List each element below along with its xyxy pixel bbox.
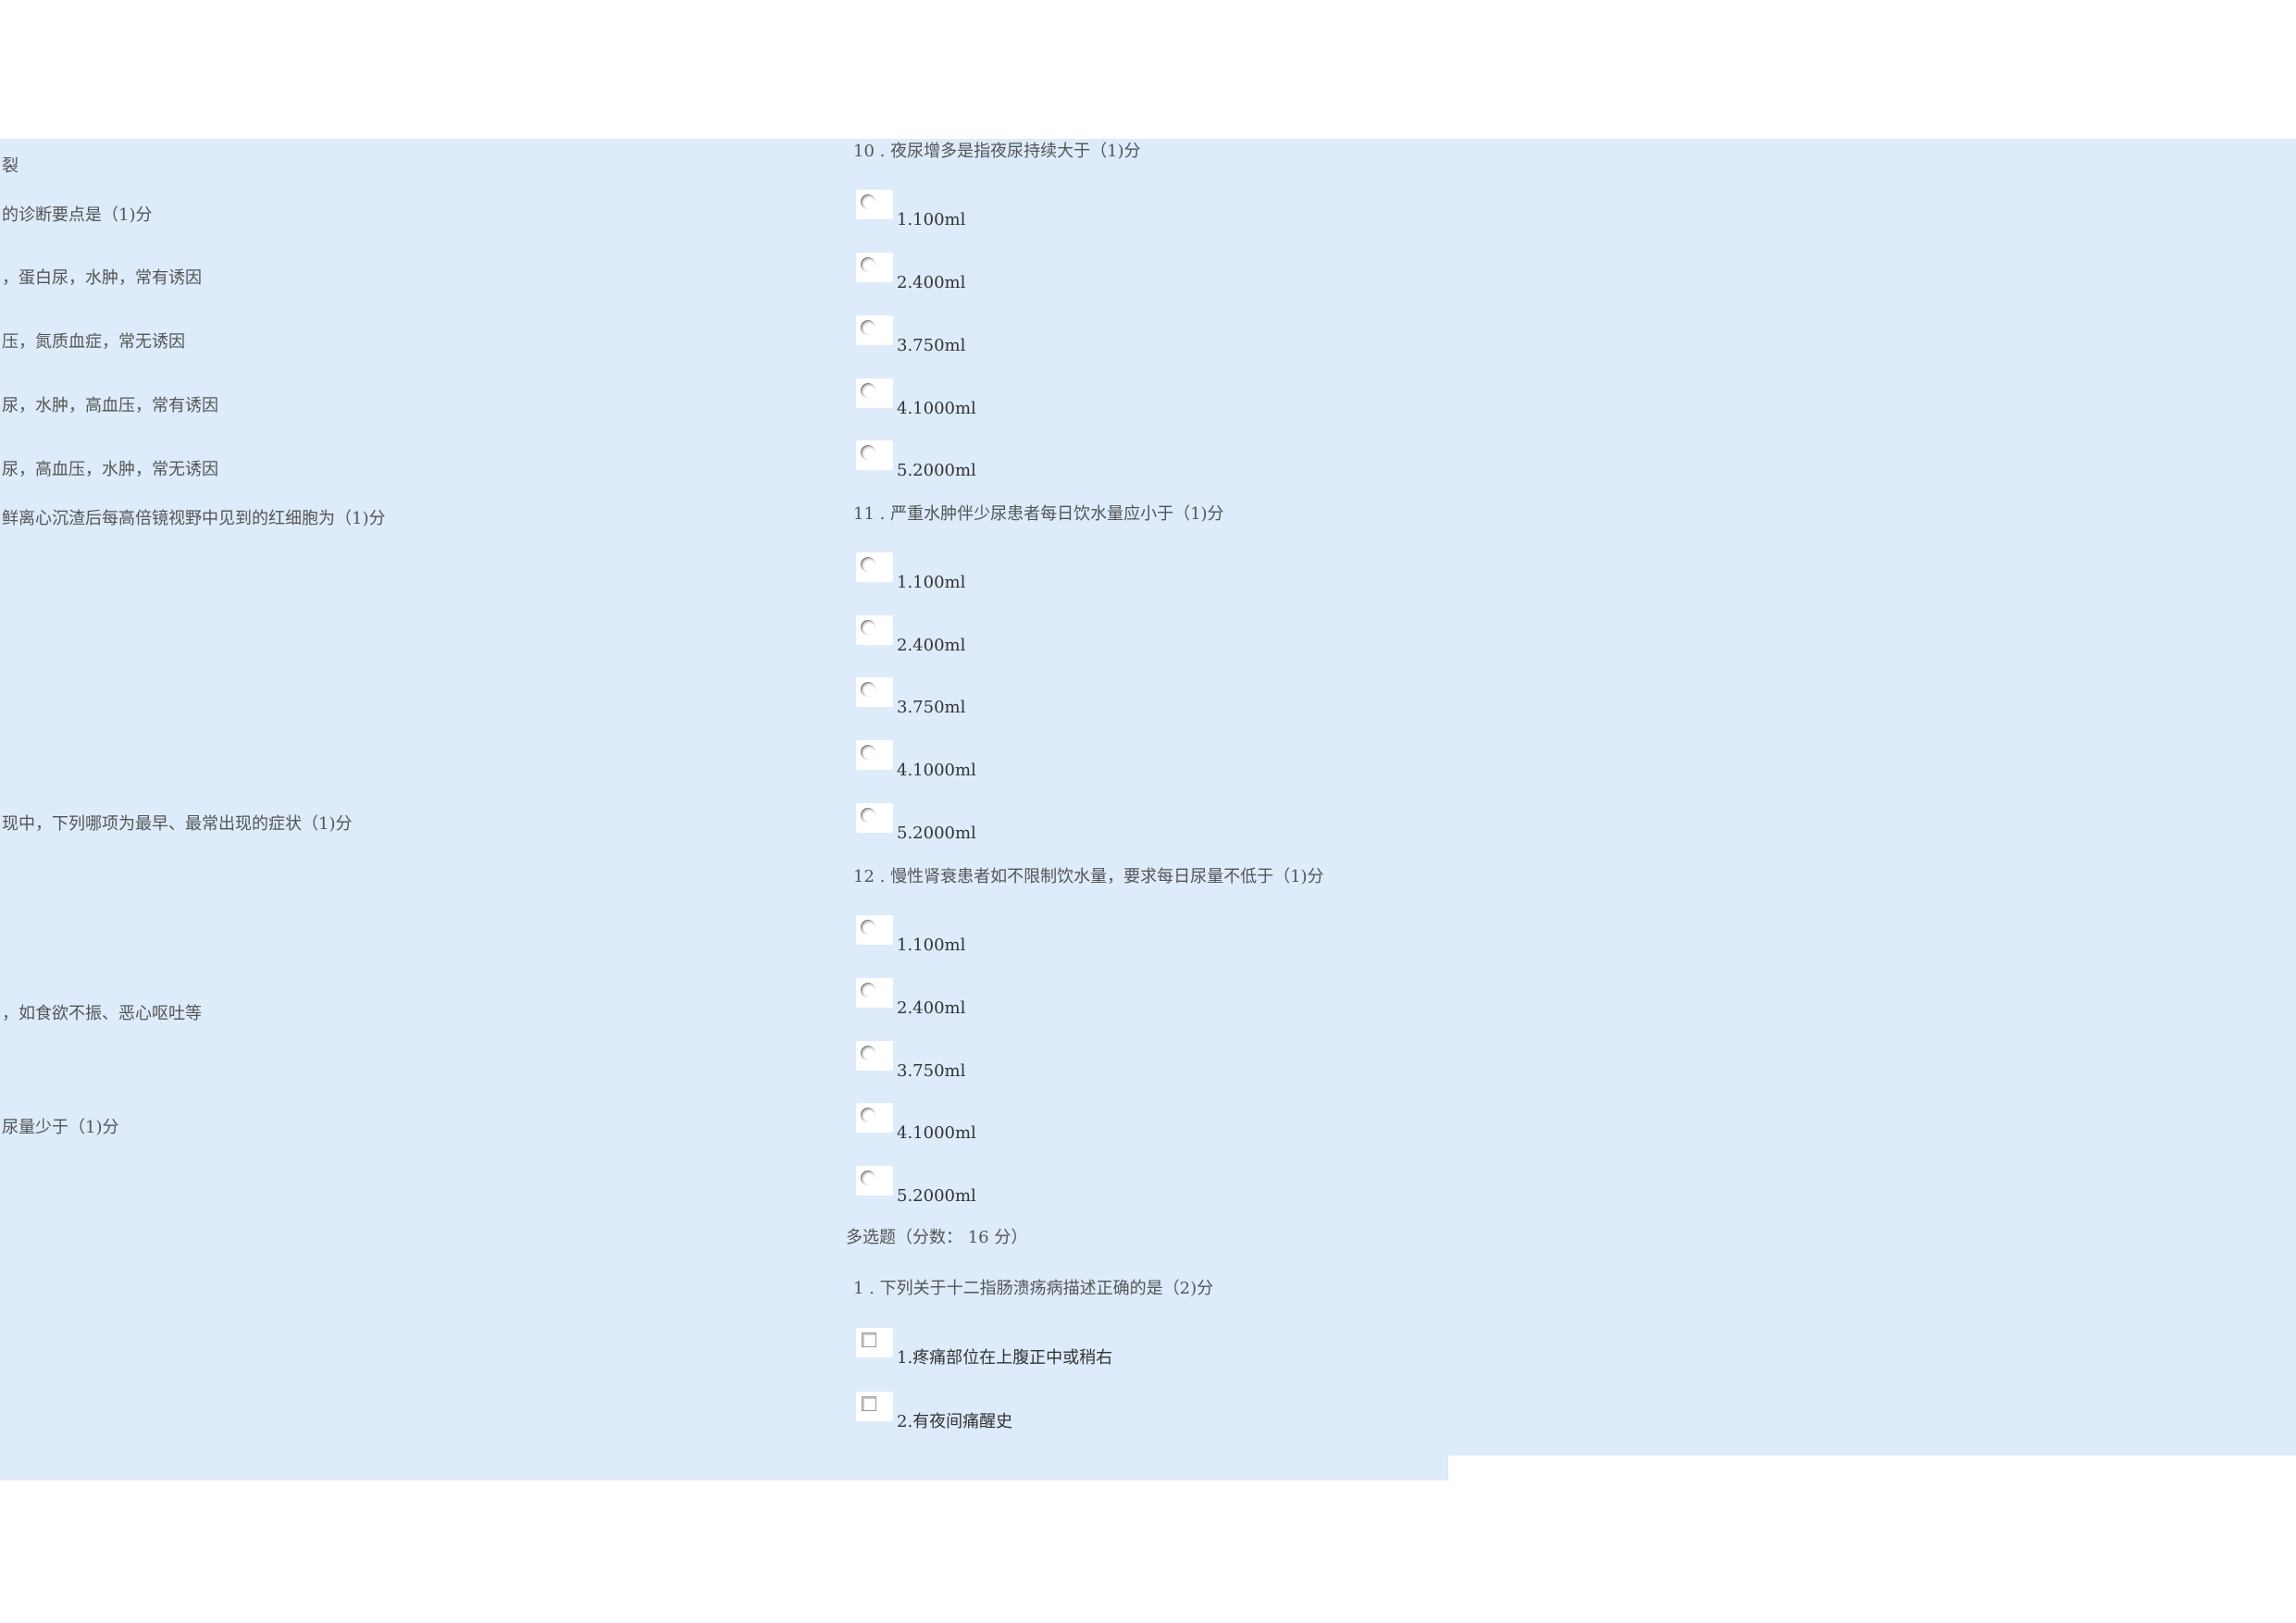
left-question-title: 尿量少于（1)分 <box>2 1118 119 1137</box>
left-question-title: 的诊断要点是（1)分 <box>2 205 153 225</box>
question-10-option-1[interactable]: 1.100ml <box>856 190 1319 245</box>
radio-frame <box>856 740 893 770</box>
question-11-title: 11 . 严重水肿伴少尿患者每日饮水量应小于（1)分 <box>853 504 1224 524</box>
radio-frame <box>856 1166 893 1196</box>
question-10-title: 10 . 夜尿增多是指夜尿持续大于（1)分 <box>853 142 1141 161</box>
option-label[interactable]: 1.100ml <box>897 210 966 229</box>
option-label[interactable]: 3.750ml <box>897 336 966 355</box>
left-question-title: 鲜离心沉渣后每高倍镜视野中见到的红细胞为（1)分 <box>2 509 386 528</box>
multi-question-1-option-2[interactable]: 2.有夜间痛醒史 <box>856 1392 1319 1447</box>
question-10-option-4[interactable]: 4.1000ml <box>856 378 1319 434</box>
left-option-label[interactable]: 压，氮质血症，常无诱因 <box>2 332 185 352</box>
radio-button[interactable] <box>861 320 875 335</box>
question-12-option-2[interactable]: 2.400ml <box>856 978 1319 1034</box>
option-label[interactable]: 2.400ml <box>897 273 966 292</box>
radio-frame <box>856 190 893 219</box>
option-label[interactable]: 5.2000ml <box>897 461 976 480</box>
option-label[interactable]: 2.400ml <box>897 636 966 655</box>
option-label[interactable]: 1.100ml <box>897 935 966 955</box>
question-10-option-3[interactable]: 3.750ml <box>856 316 1319 371</box>
question-11-option-4[interactable]: 4.1000ml <box>856 740 1319 796</box>
checkbox-frame <box>856 1328 893 1357</box>
left-option-label[interactable]: 尿，水肿，高血压，常有诱因 <box>2 396 218 415</box>
radio-frame <box>856 552 893 582</box>
question-10-option-2[interactable]: 2.400ml <box>856 253 1319 308</box>
radio-frame <box>856 1103 893 1133</box>
radio-frame <box>856 915 893 945</box>
left-text-line: 裂 <box>2 156 19 176</box>
question-11-option-5[interactable]: 5.2000ml <box>856 803 1319 859</box>
left-option-label[interactable]: ，如食欲不振、恶心呕吐等 <box>2 1004 202 1023</box>
question-12-option-5[interactable]: 5.2000ml <box>856 1166 1319 1221</box>
left-option-label[interactable]: 尿，高血压，水肿，常无诱因 <box>2 460 218 479</box>
content-panel-right <box>1448 139 2296 1456</box>
radio-frame <box>856 803 893 833</box>
checkbox[interactable] <box>862 1332 876 1347</box>
radio-frame <box>856 253 893 282</box>
radio-button[interactable] <box>861 983 875 997</box>
option-label[interactable]: 2.有夜间痛醒史 <box>897 1412 1013 1431</box>
radio-frame <box>856 1041 893 1071</box>
question-12-option-1[interactable]: 1.100ml <box>856 915 1319 971</box>
option-label[interactable]: 3.750ml <box>897 698 966 717</box>
multi-question-1-option-1[interactable]: 1.疼痛部位在上腹正中或稍右 <box>856 1328 1319 1383</box>
question-12-option-4[interactable]: 4.1000ml <box>856 1103 1319 1158</box>
option-label[interactable]: 4.1000ml <box>897 1123 976 1143</box>
question-10-option-5[interactable]: 5.2000ml <box>856 440 1319 496</box>
question-12-option-3[interactable]: 3.750ml <box>856 1041 1319 1096</box>
radio-frame <box>856 978 893 1008</box>
radio-button[interactable] <box>861 808 875 823</box>
question-11-option-3[interactable]: 3.750ml <box>856 677 1319 733</box>
radio-button[interactable] <box>861 620 875 635</box>
checkbox[interactable] <box>862 1396 876 1411</box>
radio-button[interactable] <box>861 445 875 460</box>
radio-button[interactable] <box>861 1108 875 1122</box>
option-label[interactable]: 1.疼痛部位在上腹正中或稍右 <box>897 1348 1113 1368</box>
radio-button[interactable] <box>861 383 875 398</box>
radio-frame <box>856 615 893 645</box>
option-label[interactable]: 5.2000ml <box>897 1186 976 1206</box>
question-12-title: 12 . 慢性肾衰患者如不限制饮水量，要求每日尿量不低于（1)分 <box>853 867 1324 886</box>
multi-choice-section-title: 多选题（分数： 16 分） <box>846 1228 1028 1247</box>
left-question-title: 现中，下列哪项为最早、最常出现的症状（1)分 <box>2 814 353 834</box>
option-label[interactable]: 3.750ml <box>897 1061 966 1081</box>
option-label[interactable]: 2.400ml <box>897 998 966 1018</box>
radio-button[interactable] <box>861 557 875 572</box>
radio-button[interactable] <box>861 1171 875 1185</box>
multi-question-1-title: 1 . 下列关于十二指肠溃疡病描述正确的是（2)分 <box>853 1279 1214 1298</box>
radio-button[interactable] <box>861 920 875 935</box>
radio-button[interactable] <box>861 745 875 760</box>
option-label[interactable]: 5.2000ml <box>897 824 976 843</box>
radio-button[interactable] <box>861 257 875 272</box>
left-option-label[interactable]: ，蛋白尿，水肿，常有诱因 <box>2 268 202 288</box>
content-panel <box>0 139 1448 1481</box>
option-label[interactable]: 4.1000ml <box>897 761 976 780</box>
radio-frame <box>856 677 893 707</box>
radio-frame <box>856 378 893 408</box>
radio-button[interactable] <box>861 682 875 697</box>
radio-frame <box>856 440 893 470</box>
option-label[interactable]: 1.100ml <box>897 573 966 592</box>
radio-button[interactable] <box>861 194 875 209</box>
question-11-option-2[interactable]: 2.400ml <box>856 615 1319 671</box>
radio-button[interactable] <box>861 1046 875 1060</box>
question-11-option-1[interactable]: 1.100ml <box>856 552 1319 608</box>
option-label[interactable]: 4.1000ml <box>897 399 976 418</box>
radio-frame <box>856 316 893 345</box>
checkbox-frame <box>856 1392 893 1421</box>
